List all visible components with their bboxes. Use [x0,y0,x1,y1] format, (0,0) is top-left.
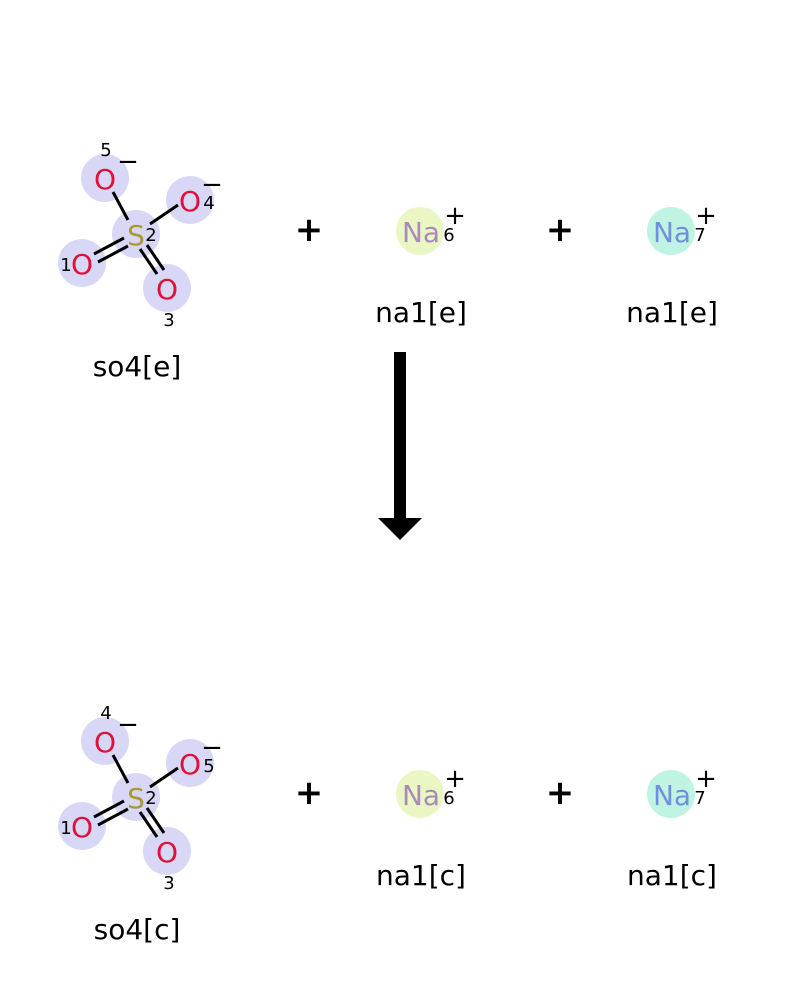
oxygen-atom: O [71,811,93,844]
reactant-sodium-6: Na 6 + na1[e] [375,201,467,329]
atom-index: 1 [60,818,71,839]
oxygen-atom: O [156,273,178,306]
plus-sign: + [295,773,324,813]
atom-index: 3 [163,873,174,894]
oxygen-atom: O [94,726,116,759]
atom-highlights [58,154,214,312]
species-label: na1[e] [626,296,718,329]
sodium-atom: Na [653,779,691,812]
sodium-atom: Na [402,216,440,249]
atom-index: 6 [443,788,454,809]
product-sodium-7: Na 7 + na1[c] [627,764,717,892]
atom-index: 7 [694,225,705,246]
oxygen-atom: O [179,185,201,218]
sodium-atom: Na [653,216,691,249]
reaction-arrow [378,352,422,540]
plus-sign: + [546,773,575,813]
atom-index: 6 [443,225,454,246]
plus-sign: + [546,210,575,250]
plus-sign: + [295,210,324,250]
reactant-sodium-7: Na 7 + na1[e] [626,201,718,329]
species-label: na1[c] [627,859,717,892]
atom-charge: − [117,710,139,740]
atom-charge: + [695,201,717,231]
atom-index: 5 [203,756,214,777]
reactant-sulfate: O O S O O 5 − 4 − 2 1 3 so4[e] [58,140,223,383]
atom-index: 1 [60,255,71,276]
bonds [93,191,179,275]
species-label: na1[e] [375,296,467,329]
atom-charge: − [201,170,223,200]
oxygen-atom: O [156,836,178,869]
atom-index: 4 [203,193,214,214]
species-label: so4[e] [93,350,182,383]
sodium-atom: Na [402,779,440,812]
atom-charge: + [444,201,466,231]
species-label: so4[c] [94,913,181,946]
sulfur-atom: S [127,782,145,815]
atom-index: 4 [100,703,111,724]
product-sulfate: O O S O O 4 − 5 − 2 1 3 so4[c] [58,703,223,946]
oxygen-atom: O [71,248,93,281]
atom-charge: + [444,764,466,794]
atom-charge: + [695,764,717,794]
atom-index: 5 [100,140,111,161]
atom-charge: − [201,733,223,763]
atom-index: 7 [694,788,705,809]
product-sodium-6: Na 6 + na1[c] [376,764,466,892]
bonds [93,754,179,838]
atom-highlights [58,717,214,875]
atom-index: 2 [145,788,156,809]
species-label: na1[c] [376,859,466,892]
sulfur-atom: S [127,219,145,252]
oxygen-atom: O [179,748,201,781]
atom-index: 2 [145,225,156,246]
oxygen-atom: O [94,163,116,196]
atom-charge: − [117,147,139,177]
atom-index: 3 [163,310,174,331]
